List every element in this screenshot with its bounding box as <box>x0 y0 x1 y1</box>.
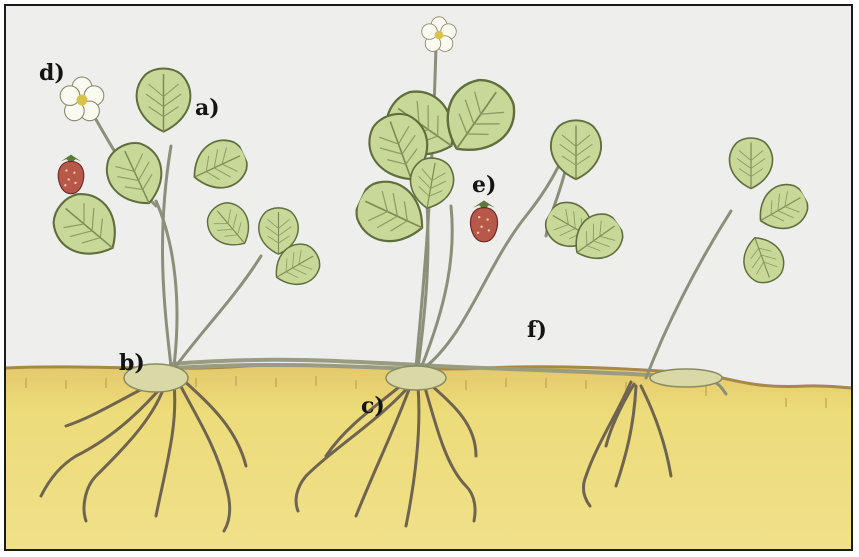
plant-2-crown <box>386 366 446 390</box>
diagram-frame: a) b) c) d) e) f) <box>4 4 853 551</box>
label-e: e) <box>472 174 496 196</box>
strawberry-plant-illustration <box>6 6 853 551</box>
label-a: a) <box>195 97 220 119</box>
label-c: c) <box>361 395 385 417</box>
label-b: b) <box>119 352 145 374</box>
label-f: f) <box>527 319 547 341</box>
plant-4-crown <box>650 369 722 387</box>
label-d: d) <box>39 62 65 84</box>
